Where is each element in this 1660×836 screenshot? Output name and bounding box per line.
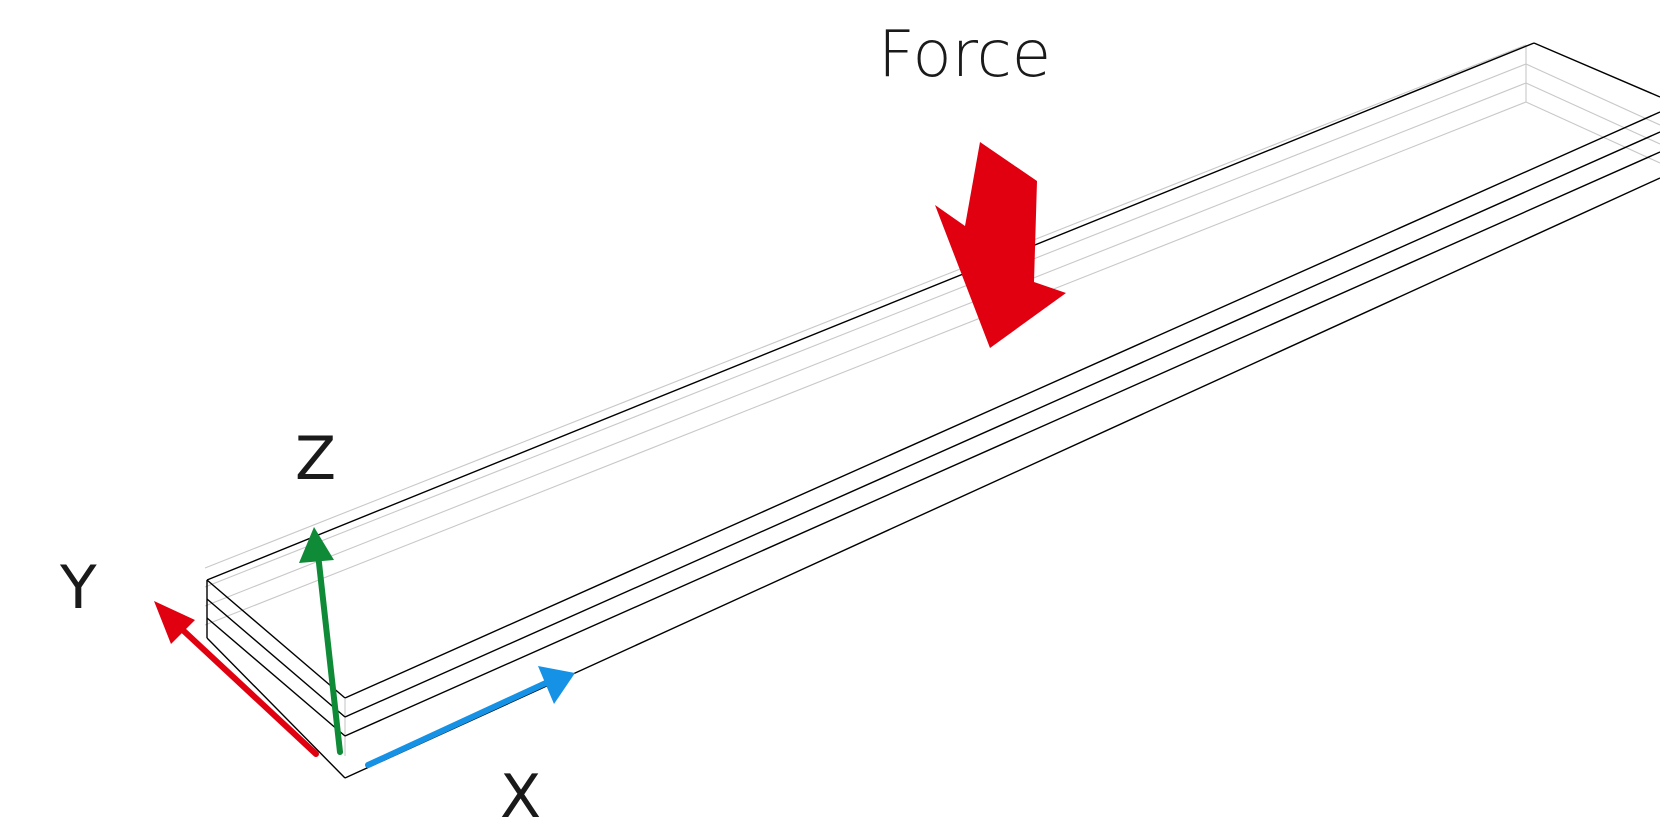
x-axis-label: X [500,762,541,832]
arrow-right-icon [538,666,575,704]
x-axis-arrow [365,666,575,768]
beam-visible-edges [206,42,1660,779]
force-arrow-icon [935,142,1066,348]
beam-hidden-edges [204,44,1660,756]
z-axis-arrow [299,527,343,755]
y-axis-arrow [154,601,319,757]
arrow-up-left-icon [154,601,195,644]
force-label: Force [878,18,1051,92]
arrow-up-icon [299,527,334,563]
y-axis-label: Y [59,553,97,623]
z-axis-label: Z [295,424,336,494]
